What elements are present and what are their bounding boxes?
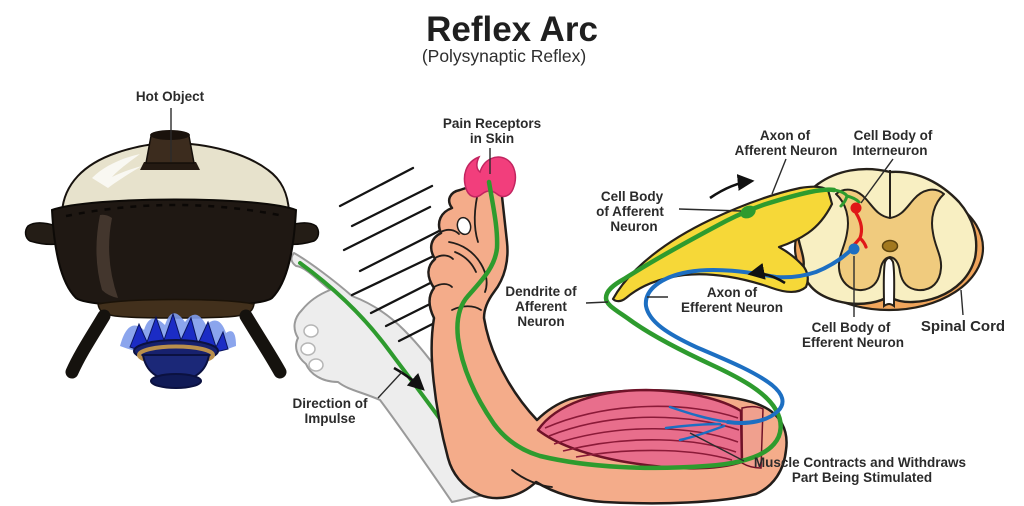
label-pain-receptors: Pain Receptors in Skin [443, 116, 541, 146]
svg-text:in Skin: in Skin [470, 131, 514, 146]
arrow-impulse-direction [393, 366, 425, 391]
hand-creases [433, 187, 553, 488]
efferent-branch [678, 424, 726, 442]
muscle-fiber [544, 405, 739, 429]
finger-crease [440, 228, 460, 235]
efferent-branch [664, 422, 722, 430]
arm [427, 162, 788, 505]
efferent-neuron [643, 243, 860, 442]
muscle-fiber [562, 439, 737, 453]
efferent-branch [668, 405, 730, 424]
pain-receptor [463, 155, 517, 198]
nerve-bundle [611, 185, 834, 303]
pot-handle-left [24, 222, 59, 246]
svg-text:Cell Body: Cell Body [601, 189, 664, 204]
svg-text:Afferent: Afferent [515, 299, 567, 314]
label-cell-body-afferent: Cell Body of Afferent Neuron [596, 189, 664, 234]
motion-lines [338, 166, 466, 343]
svg-text:Dendrite of: Dendrite of [505, 284, 577, 299]
label-axon-afferent: Axon of Afferent Neuron [735, 128, 838, 158]
label-dendrite-afferent: Dendrite of Afferent Neuron [505, 284, 577, 329]
motion-line [342, 205, 432, 252]
interneuron-cell-body-dot [850, 202, 862, 214]
motion-line [338, 166, 415, 208]
pointer-lines [170, 108, 964, 462]
pot-body [50, 198, 298, 308]
muscle-fibers [544, 405, 740, 461]
label-hot-object: Hot Object [136, 89, 205, 104]
label-cell-body-efferent: Cell Body of Efferent Neuron [802, 320, 904, 350]
pot-body-highlight [96, 214, 118, 298]
thumbnail [456, 216, 472, 236]
pot-lid-highlight [92, 154, 142, 188]
spinal-cord [793, 167, 985, 312]
muscle-fiber [553, 427, 739, 445]
svg-text:Neuron: Neuron [517, 314, 564, 329]
arrow-efferent-direction [747, 263, 786, 285]
pointer-direction-impulse [377, 371, 403, 399]
arrow-afferent-direction [709, 174, 755, 200]
svg-text:Axon of: Axon of [760, 128, 811, 143]
svg-text:Cell Body of: Cell Body of [854, 128, 933, 143]
pot-knob-top [150, 130, 190, 140]
page-subtitle: (Polysynaptic Reflex) [422, 46, 586, 66]
label-axon-efferent: Axon of Efferent Neuron [681, 285, 783, 315]
svg-text:Muscle Contracts and Withdraws: Muscle Contracts and Withdraws [754, 455, 966, 470]
svg-text:Impulse: Impulse [304, 411, 356, 426]
svg-text:Neuron: Neuron [610, 219, 657, 234]
pointer-spinal-cord [960, 289, 964, 316]
ghost-knuckles [300, 324, 324, 372]
label-muscle: Muscle Contracts and Withdraws Part Bein… [754, 455, 966, 485]
afferent-cell-body-dot [740, 205, 756, 219]
page-title: Reflex Arc [426, 10, 598, 49]
afferent-terminal [832, 188, 861, 208]
label-cell-body-interneuron: Cell Body of Interneuron [852, 128, 932, 158]
svg-text:Part Being Stimulated: Part Being Stimulated [792, 470, 932, 485]
label-spinal-cord: Spinal Cord [921, 318, 1005, 335]
pointer-axon-afferent [771, 158, 787, 195]
svg-text:Direction of: Direction of [292, 396, 368, 411]
ventral-fissure [882, 257, 896, 309]
burner-base [150, 373, 202, 389]
label-direction-impulse: Direction of Impulse [292, 396, 368, 426]
svg-text:Cell Body of: Cell Body of [812, 320, 891, 335]
svg-text:Efferent Neuron: Efferent Neuron [681, 300, 783, 315]
svg-text:Efferent Neuron: Efferent Neuron [802, 335, 904, 350]
svg-text:Interneuron: Interneuron [852, 143, 927, 158]
thumb-outline [448, 241, 488, 293]
efferent-nerve-path [643, 246, 855, 425]
stove [65, 309, 287, 389]
finger-crease [434, 254, 454, 260]
pointer-cell-body-afferent [678, 208, 742, 212]
hot-object-pot [24, 130, 320, 389]
motion-line [350, 251, 442, 297]
pointer-muscle [689, 432, 745, 462]
muscle-fiber [575, 449, 733, 461]
stove-leg-left [65, 309, 111, 379]
svg-text:Pain Receptors: Pain Receptors [443, 116, 541, 131]
efferent-cell-body-dot [848, 243, 860, 255]
palm-crease [451, 305, 482, 311]
stove-leg-right [239, 309, 287, 379]
elbow-crease [511, 469, 553, 488]
pot-seam-stitches [65, 203, 285, 218]
pointer-cell-body-interneuron [860, 158, 894, 204]
svg-text:Axon of: Axon of [707, 285, 758, 300]
efferent-branches [664, 405, 730, 442]
pot-knob-base [140, 162, 200, 170]
motion-line [350, 184, 434, 228]
pointer-dendrite-afferent [585, 301, 609, 304]
svg-text:Afferent Neuron: Afferent Neuron [735, 143, 838, 158]
motion-line [358, 227, 445, 273]
ghost-afferent-nerve [298, 261, 450, 432]
svg-text:of Afferent: of Afferent [596, 204, 664, 219]
central-canal [881, 239, 899, 253]
finger-crease [433, 283, 453, 288]
thumb-inner [454, 251, 477, 273]
